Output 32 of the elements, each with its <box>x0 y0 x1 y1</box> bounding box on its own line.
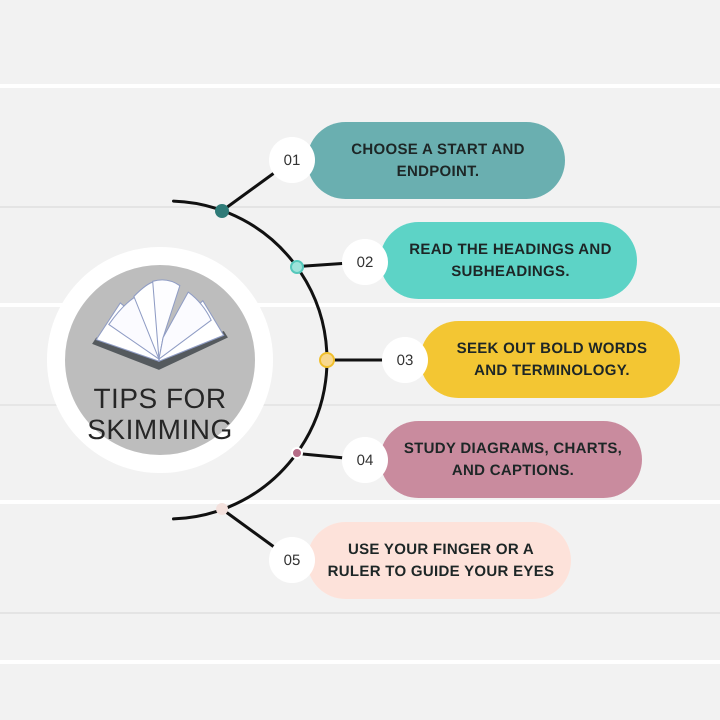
step-text: CHOOSE A START AND ENDPOINT. <box>350 140 526 182</box>
junction-dot-icon <box>216 503 228 516</box>
step-text: SEEK OUT BOLD WORDS AND TERMINOLOGY. <box>456 338 648 380</box>
step-text: READ THE HEADINGS AND SUBHEADINGS. <box>408 240 613 282</box>
connector-line <box>334 358 384 362</box>
topic-title: TIPS FOR SKIMMING <box>86 383 234 445</box>
connector-line <box>172 200 218 210</box>
step-number: 02 <box>356 254 374 270</box>
connector-line <box>302 262 344 268</box>
step-text: USE YOUR FINGER OR A RULER TO GUIDE YOUR EYES <box>326 540 556 582</box>
step-number: 01 <box>284 152 300 168</box>
connector-line <box>299 270 328 354</box>
step-number: 05 <box>284 552 300 568</box>
step-number-circle <box>342 239 388 285</box>
step-number-circle <box>269 537 315 583</box>
connector-line <box>298 366 328 450</box>
connector-line <box>227 212 294 262</box>
connector-line <box>226 172 275 208</box>
junction-dot-icon <box>290 447 303 460</box>
step-number-circle <box>382 337 428 383</box>
step-number-circle <box>269 137 315 183</box>
junction-dot-icon <box>215 204 230 218</box>
connector-line <box>226 511 275 548</box>
step-number-circle <box>342 437 388 483</box>
connector-line <box>226 456 294 509</box>
junction-dot-icon <box>290 260 304 274</box>
step-number: 04 <box>356 452 374 468</box>
step-text: STUDY DIAGRAMS, CHARTS, AND CAPTIONS. <box>402 438 624 480</box>
connector-line <box>301 452 344 460</box>
junction-dot-icon <box>319 352 335 368</box>
step-number: 03 <box>396 352 414 368</box>
connector-line <box>172 510 218 520</box>
